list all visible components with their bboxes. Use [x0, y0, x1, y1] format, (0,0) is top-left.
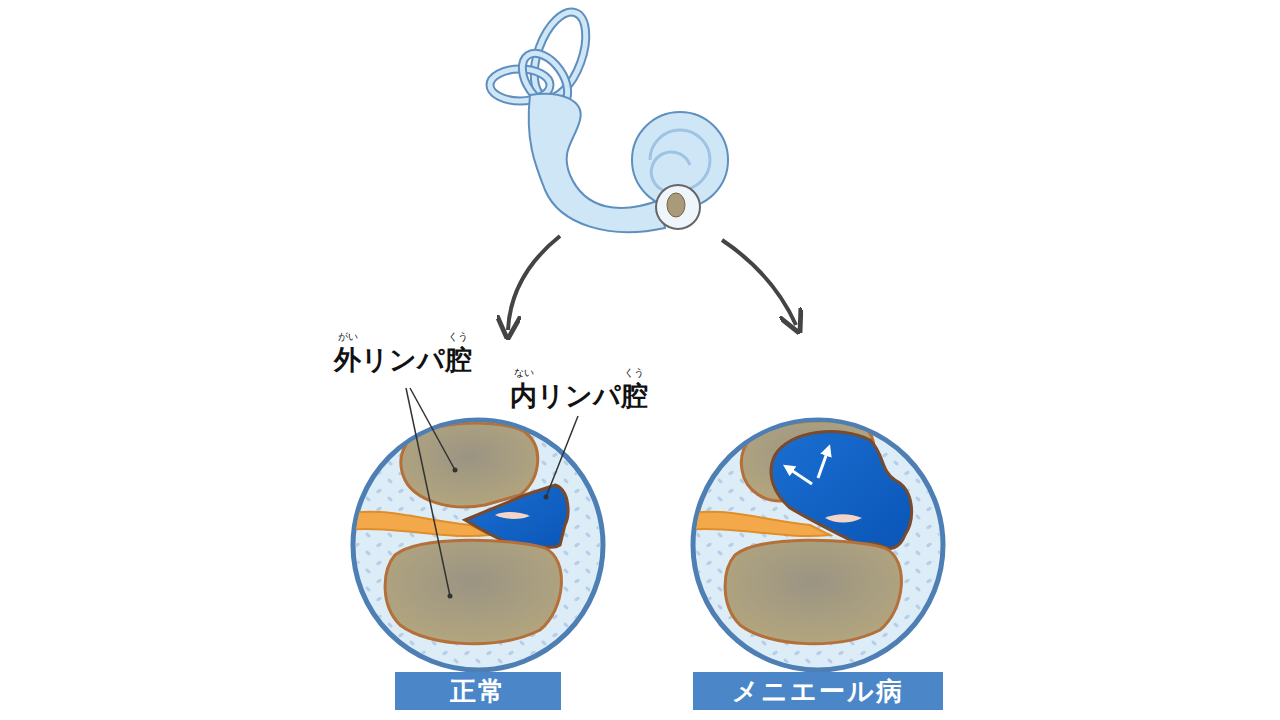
part-label: 内リンパ腔	[510, 378, 648, 414]
inner-ear	[490, 5, 728, 232]
meniere-cochlea-section	[680, 420, 943, 670]
leader-dot	[453, 468, 458, 473]
arrow	[508, 236, 560, 330]
normal-cochlea-section	[340, 420, 603, 670]
leader-line	[406, 388, 578, 596]
furigana: くう	[624, 366, 644, 380]
leader-dot	[544, 495, 549, 500]
furigana: ない	[514, 366, 534, 380]
leader-dot	[448, 594, 453, 599]
arrow	[722, 240, 796, 325]
band-text: メニエール病	[732, 674, 904, 709]
furigana: がい	[338, 330, 358, 344]
status-band: メニエール病	[693, 672, 943, 710]
band-text: 正常	[450, 674, 506, 709]
furigana: くう	[448, 330, 468, 344]
status-band: 正常	[395, 672, 561, 710]
part-label: 外リンパ腔	[334, 342, 472, 378]
